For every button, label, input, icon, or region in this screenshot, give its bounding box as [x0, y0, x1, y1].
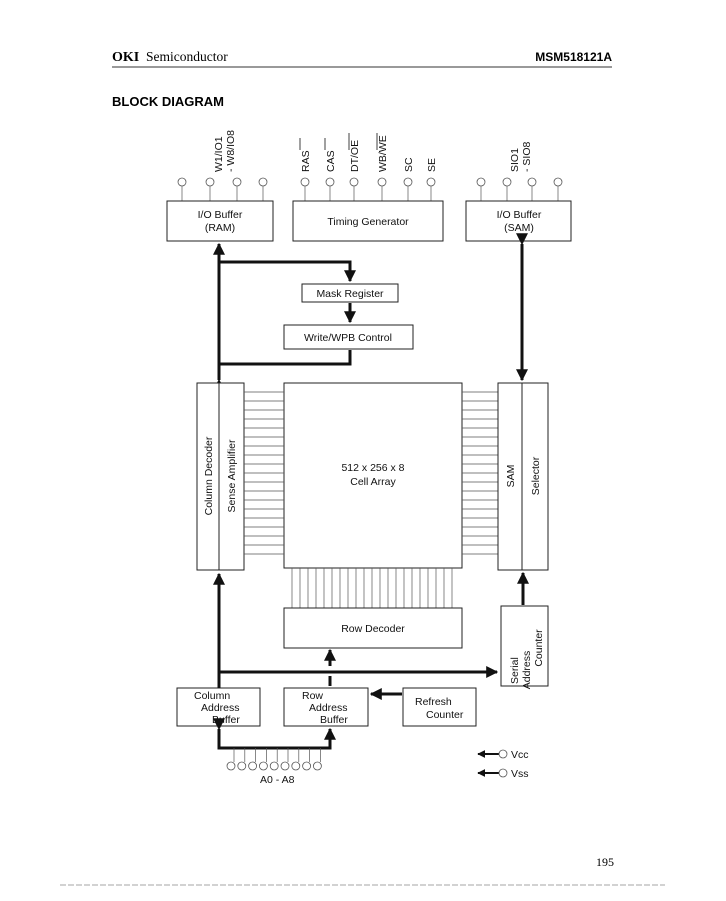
- page-number: 195: [596, 855, 614, 869]
- address-pin: [312, 761, 322, 771]
- address-pin: [291, 761, 301, 771]
- svg-text:(RAM): (RAM): [205, 222, 235, 234]
- timing-pin-labels: RAS CAS DT/OE WB/WE SC SE: [299, 133, 438, 172]
- address-pin: [237, 761, 247, 771]
- svg-text:SIO1: SIO1: [509, 148, 521, 172]
- svg-text:Selector: Selector: [530, 456, 542, 495]
- svg-text:- W8/IO8: - W8/IO8: [225, 130, 237, 172]
- address-pin: [248, 761, 258, 771]
- data-bus-arrows: [213, 233, 528, 391]
- svg-text:Counter: Counter: [533, 629, 545, 667]
- row-address-buffer: Row Address Buffer: [283, 687, 369, 727]
- row-decoder: Row Decoder: [283, 607, 463, 649]
- svg-text:DT/OE: DT/OE: [349, 140, 361, 172]
- io-buffer-sam: I/O Buffer (SAM): [465, 200, 572, 242]
- svg-text:Buffer: Buffer: [212, 714, 240, 726]
- io-buffer-ram: I/O Buffer (RAM): [166, 200, 274, 242]
- svg-text:CAS: CAS: [325, 150, 337, 172]
- ram-io-pin-label: W1/IO1 - W8/IO8: [213, 130, 237, 172]
- svg-text:Write/WPB Control: Write/WPB Control: [304, 332, 392, 344]
- svg-text:512 x 256 x 8: 512 x 256 x 8: [341, 462, 404, 474]
- address-pin: [302, 761, 312, 771]
- svg-text:WB/WE: WB/WE: [377, 135, 389, 172]
- svg-text:Serial: Serial: [509, 657, 521, 684]
- part-number: MSM518121A: [535, 50, 612, 64]
- svg-text:RAS: RAS: [300, 150, 312, 172]
- vss-pin: Vss: [477, 768, 529, 780]
- svg-text:SC: SC: [403, 157, 415, 172]
- section-title: BLOCK DIAGRAM: [112, 94, 224, 109]
- sam-selector: SAM Selector: [497, 382, 549, 571]
- svg-text:Column Decoder: Column Decoder: [203, 436, 215, 515]
- svg-text:(SAM): (SAM): [504, 222, 534, 234]
- mask-register: Mask Register: [301, 283, 399, 303]
- svg-text:Address: Address: [521, 651, 533, 690]
- address-pin-label: A0 - A8: [260, 774, 295, 786]
- svg-text:Cell Array: Cell Array: [350, 476, 396, 488]
- svg-text:Vss: Vss: [511, 768, 529, 780]
- write-wpb-control: Write/WPB Control: [283, 324, 414, 350]
- timing-generator: Timing Generator: [292, 200, 444, 242]
- svg-text:Timing Generator: Timing Generator: [327, 216, 409, 228]
- svg-text:Column: Column: [194, 690, 230, 702]
- svg-text:Vcc: Vcc: [511, 749, 529, 761]
- refresh-counter: Refresh Counter: [402, 687, 477, 727]
- svg-text:Address: Address: [309, 702, 348, 714]
- svg-text:I/O Buffer: I/O Buffer: [497, 209, 542, 221]
- sam-io-pin-label: SIO1 - SIO8: [509, 141, 533, 172]
- cell-array: 512 x 256 x 8 Cell Array: [283, 382, 463, 569]
- address-pin: [280, 761, 290, 771]
- svg-text:- SIO8: - SIO8: [521, 141, 533, 172]
- address-pins: [226, 748, 322, 771]
- svg-text:Row Decoder: Row Decoder: [341, 623, 405, 635]
- svg-text:Address: Address: [201, 702, 240, 714]
- svg-text:Buffer: Buffer: [320, 714, 348, 726]
- column-decoder-sense-amp: Column Decoder Sense Amplifier: [196, 382, 245, 571]
- svg-text:Row: Row: [302, 690, 323, 702]
- address-bus-arrows: [213, 571, 529, 750]
- svg-text:Counter: Counter: [426, 709, 464, 721]
- vcc-pin: Vcc: [477, 749, 529, 761]
- svg-text:W1/IO1: W1/IO1: [213, 136, 225, 172]
- address-pin: [226, 761, 236, 771]
- oki-logo: OKI: [112, 50, 139, 65]
- company-name: Semiconductor: [146, 49, 228, 64]
- svg-text:SAM: SAM: [505, 465, 517, 488]
- svg-text:Sense Amplifier: Sense Amplifier: [226, 439, 238, 512]
- address-pin: [269, 761, 279, 771]
- svg-text:I/O Buffer: I/O Buffer: [198, 209, 243, 221]
- serial-address-counter: Serial Address Counter: [500, 605, 549, 690]
- address-pin: [258, 761, 268, 771]
- top-pins: [177, 177, 563, 201]
- column-address-buffer: Column Address Buffer: [176, 687, 261, 727]
- svg-text:Mask Register: Mask Register: [316, 288, 384, 300]
- svg-text:SE: SE: [426, 158, 438, 172]
- bit-lines: [244, 391, 498, 608]
- svg-text:Refresh: Refresh: [415, 696, 452, 708]
